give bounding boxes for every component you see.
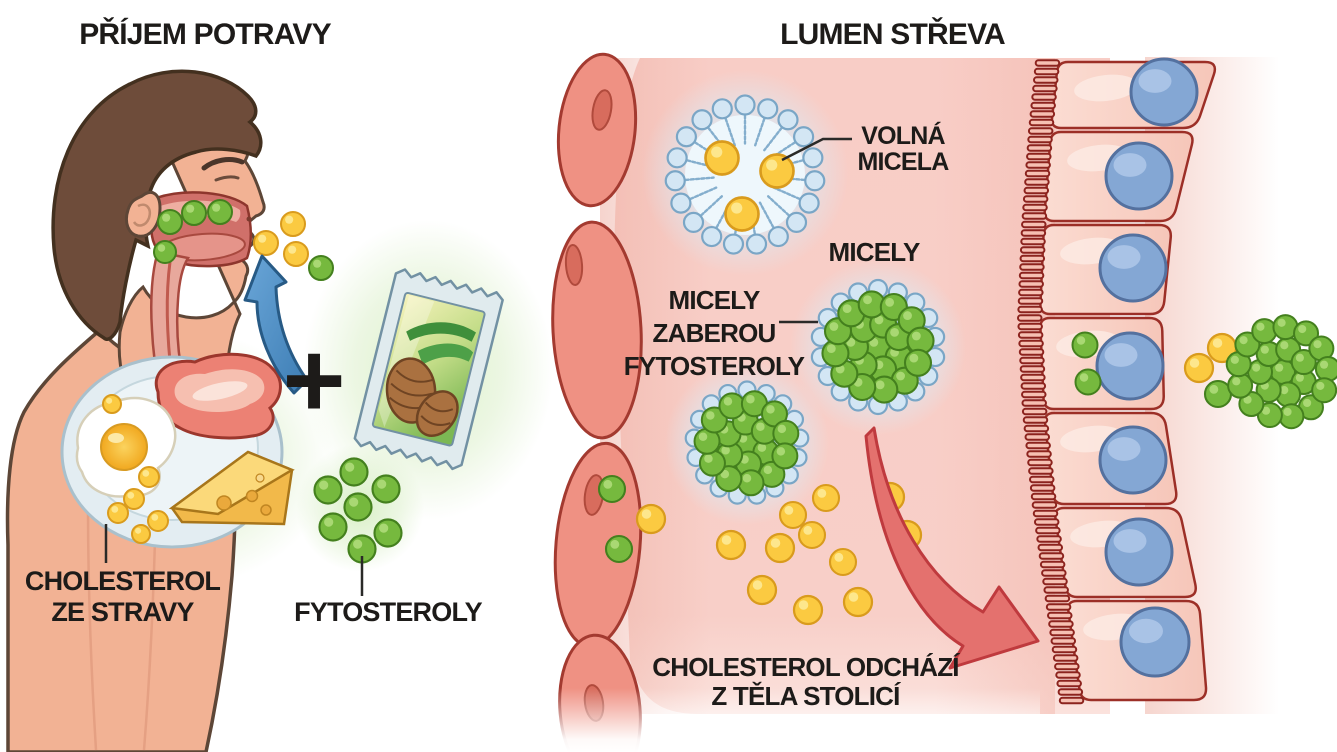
cholesterol-exits-label: CHOLESTEROL ODCHÁZÍ Z TĚLA STOLICÍ: [652, 652, 959, 711]
phytosterol-blood-side: [1203, 379, 1233, 409]
cholesterol-near-wall: [635, 503, 667, 535]
phytosterol-near-mouth: [308, 255, 334, 281]
plate-with-food: [60, 352, 295, 549]
ear: [124, 191, 162, 238]
eating-arrow: [243, 254, 309, 395]
pine-needles: [406, 322, 476, 342]
hair: [51, 69, 263, 341]
cholesterol-excretion-arrow: [864, 426, 1040, 670]
cheese-wedge: [168, 450, 295, 526]
fried-egg: [75, 396, 177, 498]
free-micelle-connector-line: [781, 137, 852, 162]
micelle-a-phytosterol-core: [821, 290, 935, 404]
right-panel-title: LUMEN STŘEVA: [780, 18, 1006, 51]
phytosterol-cluster-blood-side: [1225, 314, 1337, 430]
cholesterol-near-mouth: [253, 211, 309, 267]
phytosterols-in-lumen: [597, 474, 634, 564]
meat-steak: [154, 352, 282, 440]
phytosterols-absorbed-in-cell: [1071, 331, 1102, 396]
plus-sign: +: [282, 319, 346, 440]
cholesterol-blood-side: [1183, 332, 1238, 384]
brush-border-microvilli: [1017, 59, 1085, 705]
man-head-profile: [51, 69, 266, 390]
sachet-foil: [353, 268, 504, 471]
phytosterols-label: FYTOSTEROLY: [294, 597, 483, 627]
cholesterol-on-plate: [102, 394, 169, 544]
cell-nuclei: [1095, 57, 1199, 678]
phytosterol-sachet: [353, 268, 504, 471]
micelles-capture-label: MICELY ZABEROU FYTOSTEROLY: [623, 285, 805, 381]
nostril: [246, 216, 252, 222]
phytosterols-in-mouth: [153, 199, 233, 264]
left-panel-title: PŘÍJEM POTRAVY: [79, 18, 331, 51]
eyebrow: [201, 157, 245, 171]
eye: [214, 175, 240, 182]
dietary-cholesterol-label: CHOLESTEROL ZE STRAVY: [24, 566, 221, 627]
phytosterol-balls: [313, 457, 403, 564]
free-micelle-label: VOLNÁ MICELA: [857, 122, 949, 177]
food-intake-scene: [5, 69, 553, 752]
lumen-bottom-fade: [545, 688, 1040, 752]
intestinal-epithelium: [1017, 57, 1217, 705]
intestinal-lumen-scene: [545, 52, 1337, 752]
micelle-b-phytosterol-core: [693, 390, 800, 497]
micelles-label: MICELY: [828, 237, 920, 267]
free-micelle-cholesterol: [704, 140, 795, 232]
